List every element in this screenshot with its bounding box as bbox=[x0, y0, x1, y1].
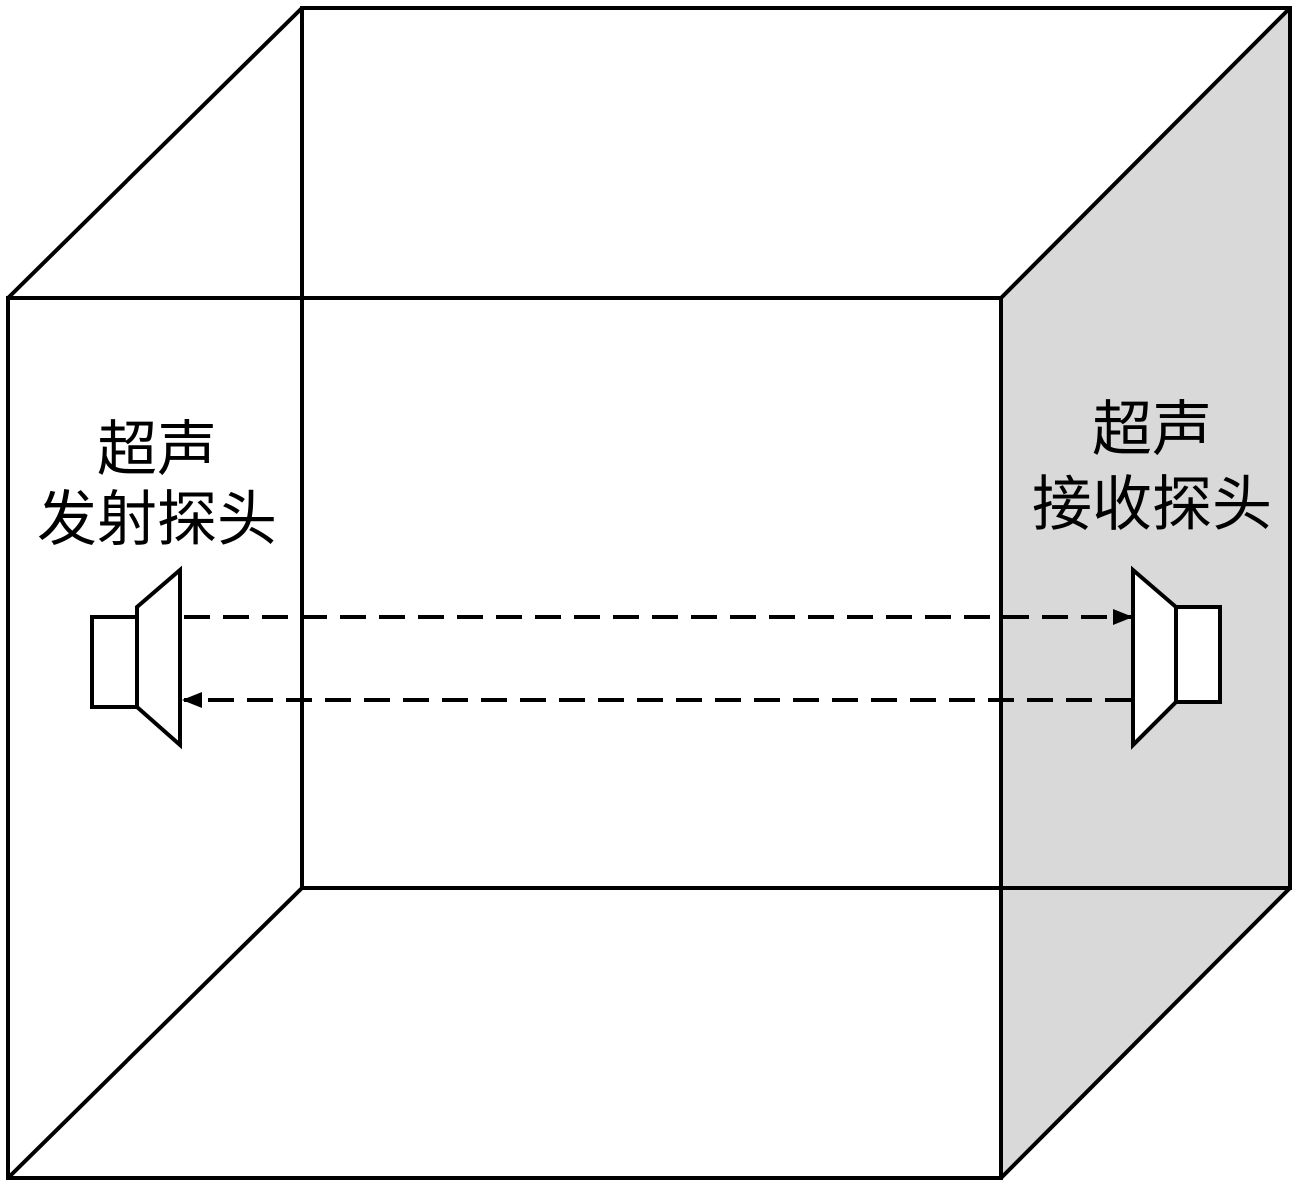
transmitter-label-line2: 发射探头 bbox=[37, 485, 277, 555]
box-edge-bottom-right bbox=[999, 886, 1292, 1180]
receiver-label-line1: 超声 bbox=[1092, 395, 1212, 465]
transmitter-probe-horn bbox=[135, 565, 182, 750]
receiver-label-line2: 接收探头 bbox=[1032, 470, 1272, 540]
box-edge-bottom-left bbox=[6, 886, 304, 1180]
box-back-face bbox=[300, 6, 1292, 890]
box-edge-top-left bbox=[6, 6, 304, 300]
box-front-face bbox=[6, 296, 1003, 1180]
transmitter-probe-icon bbox=[90, 565, 182, 750]
receiver-probe-horn bbox=[1131, 565, 1178, 750]
receiver-probe-body bbox=[1174, 605, 1222, 704]
transmitter-probe-body bbox=[90, 615, 139, 709]
receiver-probe-icon bbox=[1131, 565, 1222, 750]
box-edge-top-right bbox=[999, 6, 1292, 300]
transmitter-label-line1: 超声 bbox=[97, 415, 217, 485]
